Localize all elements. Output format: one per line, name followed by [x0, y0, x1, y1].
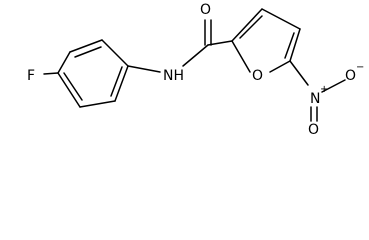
c-n-bond: [127, 65, 161, 73]
amide-nh-atom: NH: [163, 68, 184, 84]
c-f-bond: [43, 72, 59, 75]
carbonyl-oxygen-atom: O: [200, 2, 211, 18]
fluorine-atom: F: [27, 68, 35, 84]
nitro-oxygen-top-atom: O: [345, 68, 356, 84]
nitro-nitrogen-atom: N: [310, 91, 320, 107]
molecule-structure: F NH O O N + O − O: [27, 2, 364, 135]
n-o-top-bond: [321, 79, 346, 93]
nitro-oxygen-top-charge: −: [356, 62, 364, 73]
c-nitro-bond: [289, 60, 309, 86]
nitro-nitrogen-charge: +: [320, 84, 328, 95]
nitro-oxygen-bottom-atom: O: [308, 122, 319, 135]
carbonyl-furan-bond: [207, 40, 233, 46]
n-carbonyl-bond: [182, 44, 209, 67]
phenyl-ring: [57, 39, 129, 108]
furan-ring: [231, 8, 301, 73]
furan-oxygen-atom: O: [252, 68, 263, 84]
